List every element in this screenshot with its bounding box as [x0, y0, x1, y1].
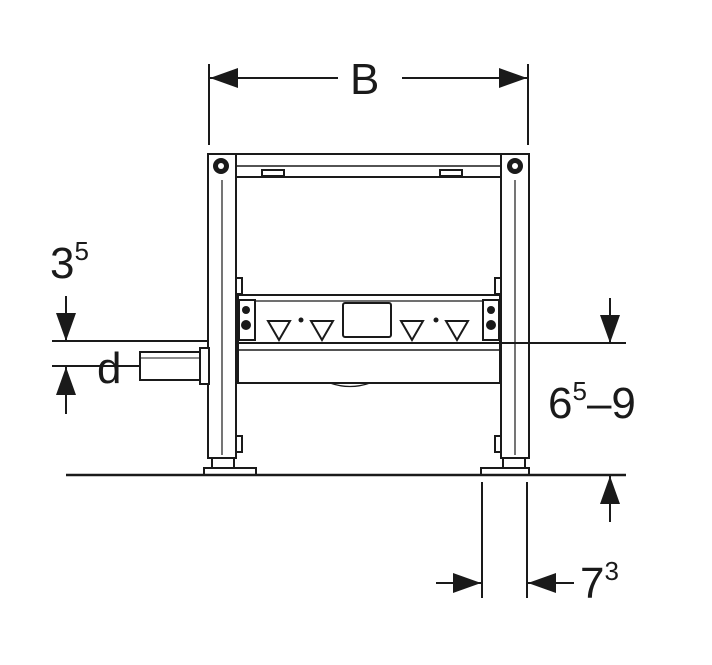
foot-arrowhead-left	[453, 573, 481, 593]
left-mount-tab-upper	[235, 277, 243, 295]
width-arrowhead-right	[499, 68, 527, 88]
frame-top-clip-left	[261, 169, 285, 177]
height-arrowhead-down	[600, 315, 620, 343]
triangle-marker-4	[444, 320, 470, 342]
triangle-marker-2	[309, 320, 335, 342]
right-mount-tab-lower	[494, 435, 502, 453]
center-mount-plate	[342, 302, 392, 338]
supply-pipe	[139, 347, 210, 385]
width-dimension	[208, 64, 529, 145]
height-range-label: 65–9	[548, 376, 636, 428]
top-offset-arrowhead	[56, 313, 76, 341]
top-offset-label: 35	[50, 236, 89, 288]
height-range-dimension	[501, 298, 626, 522]
frame-top-clip-right	[439, 169, 463, 177]
right-bracket-bolt-lower	[486, 320, 496, 330]
marker-dot-right	[433, 317, 439, 323]
width-label: B	[350, 55, 379, 104]
marker-dot-left	[298, 317, 304, 323]
tray-drain-curve	[329, 382, 371, 388]
top-offset-dimension	[52, 296, 208, 342]
pipe-diameter-label: d	[97, 344, 121, 393]
triangle-marker-3	[399, 320, 425, 342]
corner-bolt-right	[507, 158, 523, 174]
foot-offset-dimension	[436, 482, 574, 598]
right-mount-tab-upper	[494, 277, 502, 295]
crossbar-assembly	[237, 294, 501, 388]
left-mount-tab-lower	[235, 435, 243, 453]
pipe-flange	[199, 347, 210, 385]
foot-offset-label: 73	[580, 556, 619, 608]
pipe-dim-arrowhead	[56, 367, 76, 395]
left-bracket-bolt-upper	[242, 306, 250, 314]
width-arrowhead-left	[210, 68, 238, 88]
height-arrowhead-up	[600, 476, 620, 504]
foot-arrowhead-right	[528, 573, 556, 593]
frame	[203, 153, 530, 476]
triangle-marker-1	[266, 320, 292, 342]
right-foot-spindle	[502, 457, 526, 469]
left-bracket-bolt-lower	[241, 320, 251, 330]
tray	[237, 342, 501, 384]
pipe-body	[139, 351, 203, 381]
pipe-diameter-dimension	[52, 365, 140, 414]
left-foot-spindle	[211, 457, 235, 469]
left-bracket	[238, 299, 256, 341]
right-bracket-bolt-upper	[487, 306, 495, 314]
corner-bolt-left	[213, 158, 229, 174]
